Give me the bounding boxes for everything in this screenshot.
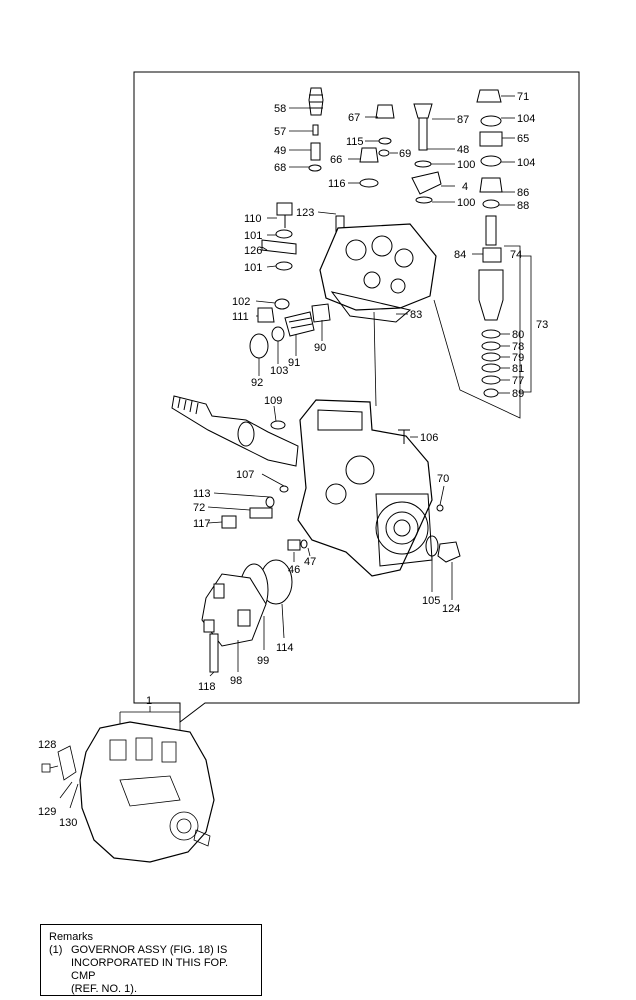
part-label: 130 bbox=[59, 817, 77, 829]
part-label: 92 bbox=[251, 377, 263, 389]
part-label: 4 bbox=[462, 181, 468, 193]
head-side-parts bbox=[249, 298, 331, 359]
part-label: 116 bbox=[328, 178, 346, 190]
part-label: 104 bbox=[517, 157, 535, 169]
part-label: 100 bbox=[457, 197, 475, 209]
part-label: 86 bbox=[517, 187, 529, 199]
part-label: 77 bbox=[512, 375, 524, 387]
part-label: 78 bbox=[512, 341, 524, 353]
part-label: 66 bbox=[330, 154, 342, 166]
part-label: 117 bbox=[193, 518, 211, 530]
part-label: 74 bbox=[510, 249, 522, 261]
part-label: 124 bbox=[442, 603, 460, 615]
part-label: 68 bbox=[274, 162, 286, 174]
part-label: 79 bbox=[512, 352, 524, 364]
part-label: 103 bbox=[270, 365, 288, 377]
part-label: 99 bbox=[257, 655, 269, 667]
part-label: 49 bbox=[274, 145, 286, 157]
part-label: 104 bbox=[517, 113, 535, 125]
part-label: 111 bbox=[232, 311, 249, 323]
part-label: 101 bbox=[244, 230, 262, 242]
part-label: 109 bbox=[264, 395, 282, 407]
part-label: 71 bbox=[517, 91, 529, 103]
pump-head bbox=[319, 223, 437, 311]
part-label: 67 bbox=[348, 112, 360, 124]
part-label: 102 bbox=[232, 296, 250, 308]
part-label: 91 bbox=[288, 357, 300, 369]
remarks-note-text: GOVERNOR ASSY (FIG. 18) IS INCORPORATED … bbox=[71, 944, 229, 995]
leader-lines bbox=[207, 95, 532, 677]
part-label: 105 bbox=[422, 595, 440, 607]
remarks-note-number: (1) bbox=[49, 944, 63, 956]
part-label: 73 bbox=[536, 319, 548, 331]
part-label: 123 bbox=[296, 207, 314, 219]
part-label: 106 bbox=[420, 432, 438, 444]
part-label: 47 bbox=[304, 556, 316, 568]
part-label: 1 bbox=[146, 695, 152, 707]
part-label: 80 bbox=[512, 329, 524, 341]
part-label: 126 bbox=[244, 245, 262, 257]
part-label: 81 bbox=[512, 363, 524, 375]
part-label: 113 bbox=[193, 488, 211, 500]
housing-side-parts bbox=[221, 485, 461, 563]
part-label: 100 bbox=[457, 159, 475, 171]
part-label: 107 bbox=[236, 469, 254, 481]
part-label: 98 bbox=[230, 675, 242, 687]
remarks-title: Remarks bbox=[49, 931, 94, 943]
part-label: 57 bbox=[274, 126, 286, 138]
drive-shaft bbox=[171, 395, 299, 467]
pump-housing-detail bbox=[317, 409, 433, 567]
part-label: 101 bbox=[244, 262, 262, 274]
delivery-valve-parts bbox=[308, 87, 503, 209]
part-labels: 58 57 49 68 67 115 66 69 116 87 48 100 4… bbox=[193, 91, 548, 693]
part-label: 128 bbox=[38, 739, 56, 751]
part-label: 72 bbox=[193, 502, 205, 514]
plunger-parts bbox=[478, 215, 504, 398]
pump-housing bbox=[297, 399, 433, 577]
part-label: 84 bbox=[454, 249, 466, 261]
complete-assembly-view: 1 128 129 130 bbox=[38, 695, 215, 863]
part-label: 114 bbox=[276, 642, 294, 654]
part-label: 70 bbox=[437, 473, 449, 485]
part-label: 90 bbox=[314, 342, 326, 354]
part-label: 48 bbox=[457, 144, 469, 156]
part-label: 110 bbox=[244, 213, 262, 225]
part-label: 118 bbox=[198, 681, 216, 693]
part-label: 46 bbox=[288, 564, 300, 576]
part-label: 88 bbox=[517, 200, 529, 212]
remarks-note: (1) GOVERNOR ASSY (FIG. 18) IS INCORPORA… bbox=[49, 944, 253, 996]
governor-parts bbox=[201, 559, 293, 673]
part-label: 65 bbox=[517, 133, 529, 145]
part-label: 87 bbox=[457, 114, 469, 126]
pump-head-detail bbox=[330, 235, 414, 323]
remarks-box: Remarks (1) GOVERNOR ASSY (FIG. 18) IS I… bbox=[40, 924, 262, 996]
part-label: 115 bbox=[346, 136, 364, 148]
part-label: 83 bbox=[410, 309, 422, 321]
part-label: 58 bbox=[274, 103, 286, 115]
part-label: 129 bbox=[38, 806, 56, 818]
part-label: 89 bbox=[512, 388, 524, 400]
part-label: 69 bbox=[399, 148, 411, 160]
detail-frame bbox=[133, 71, 580, 724]
